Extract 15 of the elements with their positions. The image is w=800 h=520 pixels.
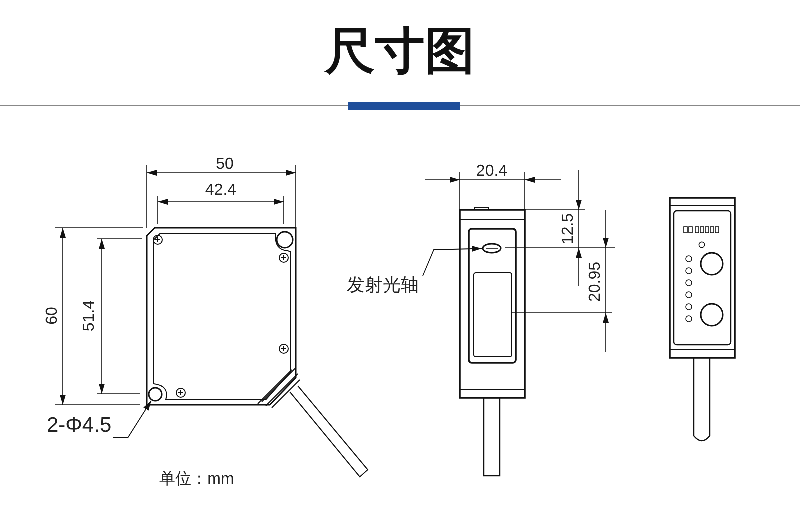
leader-line [112,400,152,438]
dimension-value: 12.5 [561,213,577,245]
callout-text: 2-Φ4.5 [47,415,113,438]
mounting-hole [148,387,163,402]
dimension-value: 60 [45,307,61,325]
leader-line [422,246,482,276]
dimension-value: 50 [216,157,234,173]
dimension-value: 51.4 [82,300,98,332]
lens-window [482,243,502,254]
dimension-value: 42.4 [205,183,237,199]
dimension-value: 20.95 [588,262,604,302]
unit-note: 单位：mm [160,472,234,488]
callout-text: 发射光轴 [347,276,431,296]
title: 尺寸图 [324,26,476,76]
dimension-value: 20.4 [476,164,508,180]
